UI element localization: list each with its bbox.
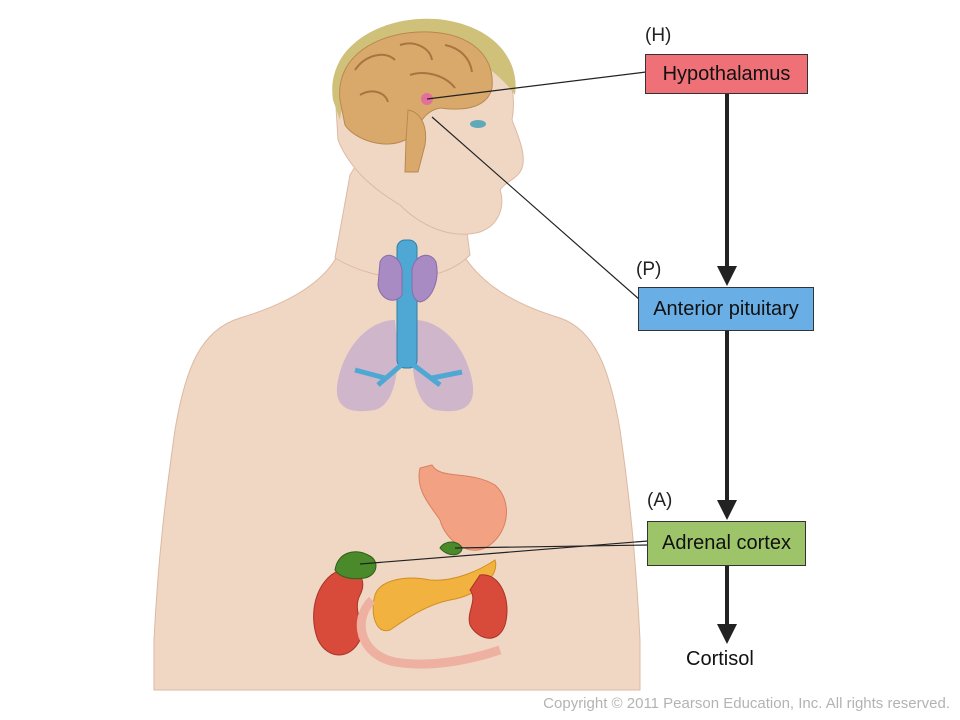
adrenal-gland-left (334, 551, 377, 580)
brain-folds (354, 42, 473, 103)
adrenal-cortex-box: Adrenal cortex (647, 521, 806, 566)
cortisol-output-label: Cortisol (686, 648, 754, 670)
hypothalamus-box: Hypothalamus (645, 54, 808, 94)
trachea (396, 239, 418, 369)
leader-adrenal-left (359, 540, 649, 565)
leader-hypothalamus (426, 71, 647, 100)
stomach (418, 464, 507, 551)
brain (339, 31, 493, 145)
lung-right (412, 320, 474, 412)
kidney-right (468, 574, 508, 639)
bronchi (354, 358, 463, 387)
kidney-left (313, 568, 364, 656)
brain-stem (404, 109, 427, 173)
adrenal-tag: (A) (647, 490, 673, 511)
torso (153, 249, 641, 691)
intestine (356, 596, 502, 669)
pituitary-tag: (P) (636, 259, 662, 280)
leader-pituitary (431, 116, 641, 301)
hypothalamus-tag: (H) (645, 25, 672, 46)
copyright-notice: Copyright © 2011 Pearson Education, Inc.… (543, 695, 950, 712)
leader-adrenal-right (454, 544, 649, 549)
anterior-pituitary-box: Anterior pituitary (638, 287, 814, 331)
eye (470, 120, 486, 128)
thyroid (377, 254, 438, 303)
lung-left (336, 320, 398, 412)
